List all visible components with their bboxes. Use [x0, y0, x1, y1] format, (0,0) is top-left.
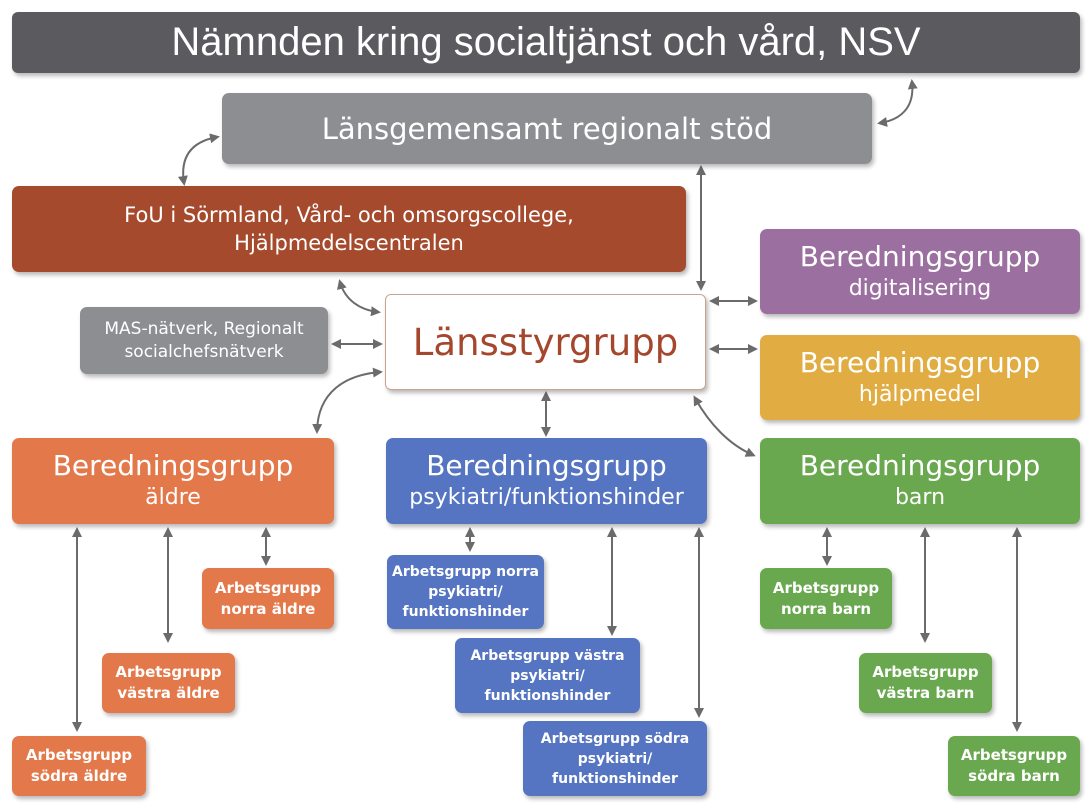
sodra-aldre-line1: Arbetsgrupp [25, 746, 133, 764]
aldre-line2: äldre [145, 485, 201, 510]
digitalisering-line1: Beredningsgrupp [799, 239, 1041, 273]
vastra-aldre-line2: västra äldre [117, 684, 220, 702]
steering-group-box: Länsstyrgrupp [385, 294, 706, 390]
arbetsgrupp-norra-psykiatri: Arbetsgrupp norra psykiatri/ funktionshi… [387, 555, 544, 629]
mas-line2: socialchefsnätverk [124, 341, 284, 362]
arbetsgrupp-norra-barn: Arbetsgrupp norra barn [760, 568, 892, 629]
beredning-hjalpmedel-box: Beredningsgrupp hjälpmedel [760, 335, 1080, 420]
sodra-psyk-line2: psykiatri/ [577, 750, 653, 767]
sodra-barn-line2: södra barn [968, 767, 1060, 785]
norra-aldre-line2: norra äldre [220, 599, 316, 618]
hjalpmedel-line1: Beredningsgrupp [799, 345, 1041, 379]
steering-group-text: Länsstyrgrupp [412, 320, 679, 364]
barn-line1: Beredningsgrupp [799, 449, 1041, 482]
fou-line1: FoU i Sörmland, Vård- och omsorgscollege… [124, 203, 574, 227]
arrow-steering-barn [693, 395, 756, 457]
vastra-psyk-line1: Arbetsgrupp västra [470, 647, 625, 664]
arrow-nsv-support [877, 79, 918, 127]
arrow-steering-aldre [312, 367, 383, 434]
arbetsgrupp-sodra-aldre: Arbetsgrupp södra äldre [12, 736, 146, 796]
norra-aldre-line1: Arbetsgrupp [214, 578, 322, 597]
sodra-psyk-line1: Arbetsgrupp södra [540, 730, 690, 747]
psykiatri-line2: psykiatri/funktionshinder [409, 485, 684, 510]
fou-box: FoU i Sörmland, Vård- och omsorgscollege… [12, 186, 686, 272]
fou-line2: Hjälpmedelscentralen [234, 231, 464, 255]
beredning-psykiatri-box: Beredningsgrupp psykiatri/funktionshinde… [386, 438, 707, 524]
beredning-aldre-box: Beredningsgrupp äldre [12, 438, 334, 524]
digitalisering-line2: digitalisering [848, 275, 992, 301]
vastra-psyk-line3: funktionshinder [484, 687, 611, 704]
arbetsgrupp-sodra-barn: Arbetsgrupp södra barn [948, 736, 1080, 796]
nsv-title: Nämnden kring socialtjänst och vård, NSV [12, 12, 1080, 73]
beredning-barn-box: Beredningsgrupp barn [760, 438, 1080, 524]
vastra-barn-line1: Arbetsgrupp [872, 663, 979, 681]
vastra-aldre-line1: Arbetsgrupp [115, 663, 222, 681]
arbetsgrupp-norra-aldre: Arbetsgrupp norra äldre [202, 568, 334, 629]
mas-line1: MAS-nätverk, Regionalt [104, 318, 304, 339]
arbetsgrupp-vastra-psykiatri: Arbetsgrupp västra psykiatri/ funktionsh… [455, 638, 640, 713]
regional-support-text: Länsgemensamt regionalt stöd [321, 111, 773, 146]
beredning-digitalisering-box: Beredningsgrupp digitalisering [760, 229, 1080, 314]
norra-psyk-line3: funktionshinder [402, 604, 529, 620]
sodra-barn-line1: Arbetsgrupp [960, 746, 1068, 764]
sodra-psyk-line3: funktionshinder [552, 770, 678, 787]
regional-support-box: Länsgemensamt regionalt stöd [222, 93, 872, 164]
vastra-barn-line2: västra barn [876, 684, 975, 702]
aldre-line1: Beredningsgrupp [52, 449, 294, 482]
arbetsgrupp-sodra-psykiatri: Arbetsgrupp södra psykiatri/ funktionshi… [523, 721, 707, 796]
norra-barn-line1: Arbetsgrupp [772, 578, 880, 597]
arbetsgrupp-vastra-aldre: Arbetsgrupp västra äldre [102, 653, 235, 713]
barn-line2: barn [894, 485, 946, 510]
norra-psyk-line2: psykiatri/ [428, 584, 503, 600]
sodra-aldre-line2: södra äldre [30, 767, 128, 785]
norra-barn-line2: norra barn [780, 599, 872, 618]
norra-psyk-line1: Arbetsgrupp norra [392, 564, 539, 580]
psykiatri-line1: Beredningsgrupp [426, 449, 667, 482]
nsv-title-text: Nämnden kring socialtjänst och vård, NSV [171, 20, 921, 64]
arbetsgrupp-vastra-barn: Arbetsgrupp västra barn [859, 653, 992, 713]
arrow-fou-steering [337, 279, 381, 317]
arrow-support-fou [177, 133, 220, 186]
mas-network-box: MAS-nätverk, Regionalt socialchefsnätver… [80, 307, 328, 374]
vastra-psyk-line2: psykiatri/ [510, 667, 585, 684]
hjalpmedel-line2: hjälpmedel [858, 381, 982, 407]
